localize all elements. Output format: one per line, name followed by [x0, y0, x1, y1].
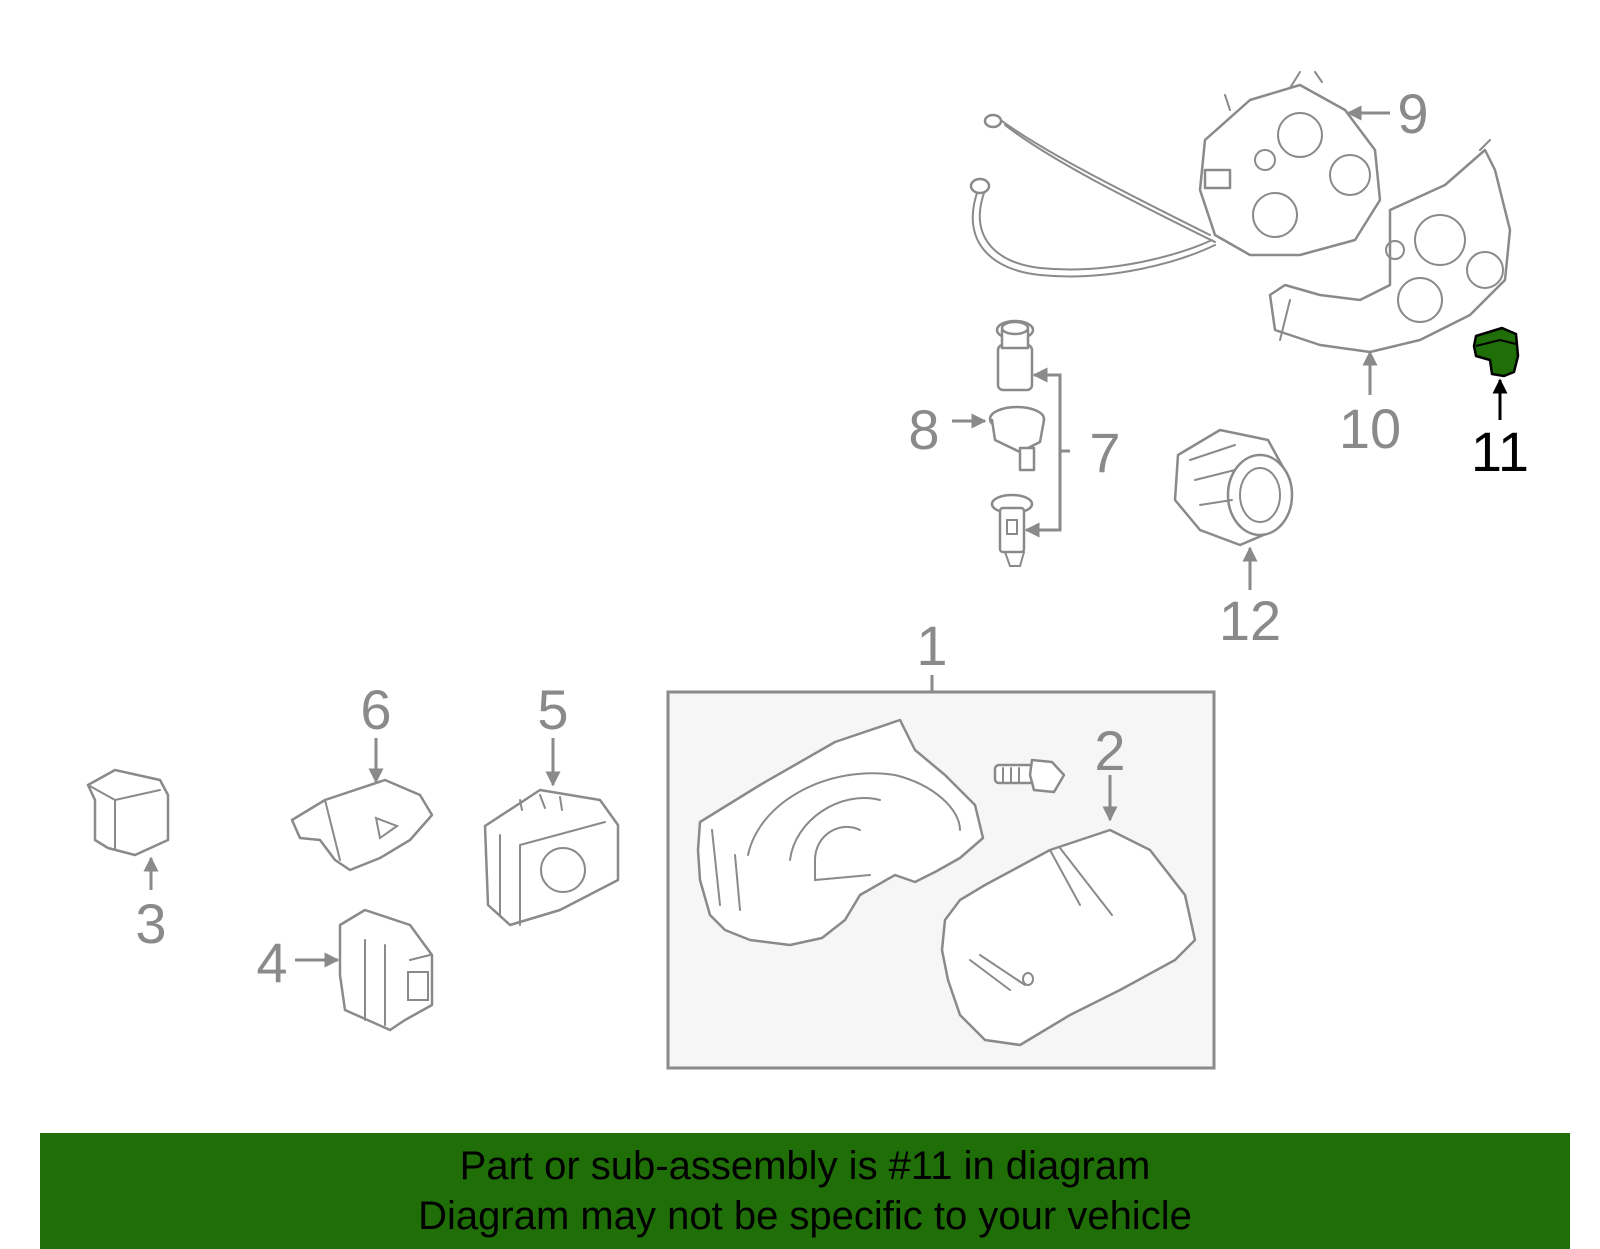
part-4-switch [338, 908, 434, 1032]
part-10-bezel [1268, 139, 1512, 354]
part-11-knob-highlighted [1472, 326, 1520, 378]
part-3-switch [86, 768, 170, 857]
part-1-cluster-housing [696, 718, 985, 947]
callout-9: 9 [1397, 82, 1428, 145]
callout-7: 7 [1089, 421, 1120, 484]
callout-1: 1 [916, 614, 947, 677]
callout-8: 8 [908, 398, 939, 461]
part-2-lens [940, 828, 1197, 1047]
part-5-switch-module [483, 788, 620, 927]
leader-lines [143, 105, 1508, 968]
part-7-socket-assembly [988, 319, 1046, 567]
callout-10: 10 [1339, 397, 1401, 460]
info-banner: Part or sub-assembly is #11 in diagram D… [40, 1133, 1570, 1249]
banner-line-disclaimer: Diagram may not be specific to your vehi… [418, 1194, 1192, 1238]
callout-3: 3 [135, 892, 166, 955]
callout-labels: 1 2 3 4 5 6 7 8 9 10 11 12 [135, 82, 1529, 994]
callout-12: 12 [1219, 589, 1281, 652]
part-1-screw [993, 758, 1066, 794]
part-6-hazard-switch [290, 778, 434, 872]
callout-2: 2 [1094, 719, 1125, 782]
callout-11: 11 [1471, 420, 1529, 483]
callout-5: 5 [537, 678, 568, 741]
banner-line-part-number: Part or sub-assembly is #11 in diagram [459, 1144, 1151, 1188]
callout-6: 6 [360, 678, 391, 741]
part-12-switch-housing [1173, 428, 1294, 547]
callout-4: 4 [256, 931, 287, 994]
part-9-heater-control [969, 71, 1382, 278]
